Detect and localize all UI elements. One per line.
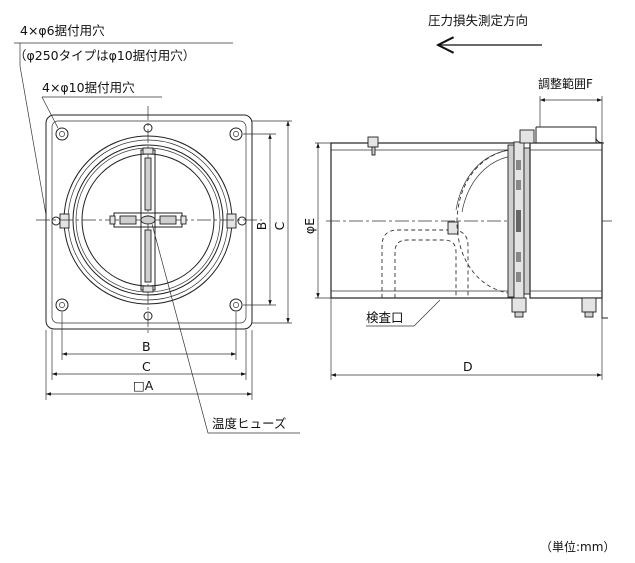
mid-hole-icon [237,216,247,226]
bottom-bolt-nut [514,311,524,318]
adjust-range-label: 調整範囲F [538,76,593,91]
front-right-dimensions: B C [243,120,292,324]
corner-hole-icon [233,131,239,137]
dim-c-vertical: C [272,221,287,230]
corner-holes [55,127,243,312]
flange-slot [516,252,521,262]
inspection-port-inner [394,239,457,298]
dim-e-diameter: φE [302,218,317,234]
holes-phi6-leader [19,65,47,216]
corner-hole-icon [229,298,243,312]
inspection-port-latch [447,221,459,235]
flange-plate [45,114,253,330]
fuse-bar-end [180,215,187,225]
corner-hole-icon [59,302,65,308]
dim-b-vertical: B [254,222,269,231]
bottom-bracket [596,297,608,319]
connection-collar [529,142,603,299]
corner-hole-icon [55,298,69,312]
flow-direction: 圧力損失測定方向 [428,13,542,45]
damper-blade-arc-inner [461,155,513,213]
flange-slot [516,180,521,190]
duct-top-bolt [367,136,379,148]
corner-hole-icon [233,302,239,308]
flange-slot [516,272,521,282]
dim-b-horizontal: B [142,339,151,354]
inspection-port-outline [381,229,469,298]
dim-c-horizontal: C [142,359,151,374]
bottom-bolt-nut [584,311,594,318]
thermal-fuse-icon [140,215,156,225]
unit-note: （単位:mm） [540,539,615,554]
flange-slots [516,160,521,282]
holes-phi6-label: 4×φ6据付用穴 [20,23,105,38]
corner-hole-icon [55,127,69,141]
front-bottom-dimensions: B C □A [45,312,253,400]
holes-phi10-note: （φ250タイプはφ10据付用穴） [14,48,195,63]
duct-body [330,142,522,299]
duct-top-bolt-stem [371,146,376,156]
flange-slot [516,160,521,170]
flange-slot [516,210,521,232]
bottom-bolt [511,297,527,313]
bottom-bolt [581,297,597,313]
bracket-clip [519,129,535,144]
corner-hole-icon [229,127,243,141]
dim-d-length: D [463,359,473,374]
dim-a-square: □A [133,378,154,393]
damper-blade-dashed [456,149,509,294]
damper-blade-arc [455,149,511,211]
damper-blade-upper [144,157,152,211]
side-flange-left [507,144,515,298]
fuse-bar-end [109,215,116,225]
shaft-cap-top [142,147,154,155]
holes-phi10-label: 4×φ10据付用穴 [42,80,135,95]
fuse-link-left [119,215,137,225]
adjust-bracket [535,126,605,144]
fuse-link-right [159,215,177,225]
mid-hole-icon [51,216,61,226]
damper-blade-lower [144,229,152,283]
thermal-fuse-leader [151,223,300,434]
shaft-cap-bottom [142,285,154,293]
collar-tab [59,213,70,229]
flow-direction-label: 圧力損失測定方向 [428,13,528,28]
front-view: 温度ヒューズ B C □A B C [36,106,300,434]
inspection-port-label: 検査口 [366,310,404,325]
collar-tab [226,213,237,229]
hole-callouts: 4×φ6据付用穴 （φ250タイプはφ10据付用穴） 4×φ10据付用穴 [14,23,233,216]
corner-hole-icon [59,131,65,137]
holes-phi10-leader [41,96,59,129]
inspection-port-leader [366,299,441,327]
side-flange-right [523,147,531,295]
thermal-fuse-label: 温度ヒューズ [212,416,286,431]
side-view: φE [302,76,612,380]
